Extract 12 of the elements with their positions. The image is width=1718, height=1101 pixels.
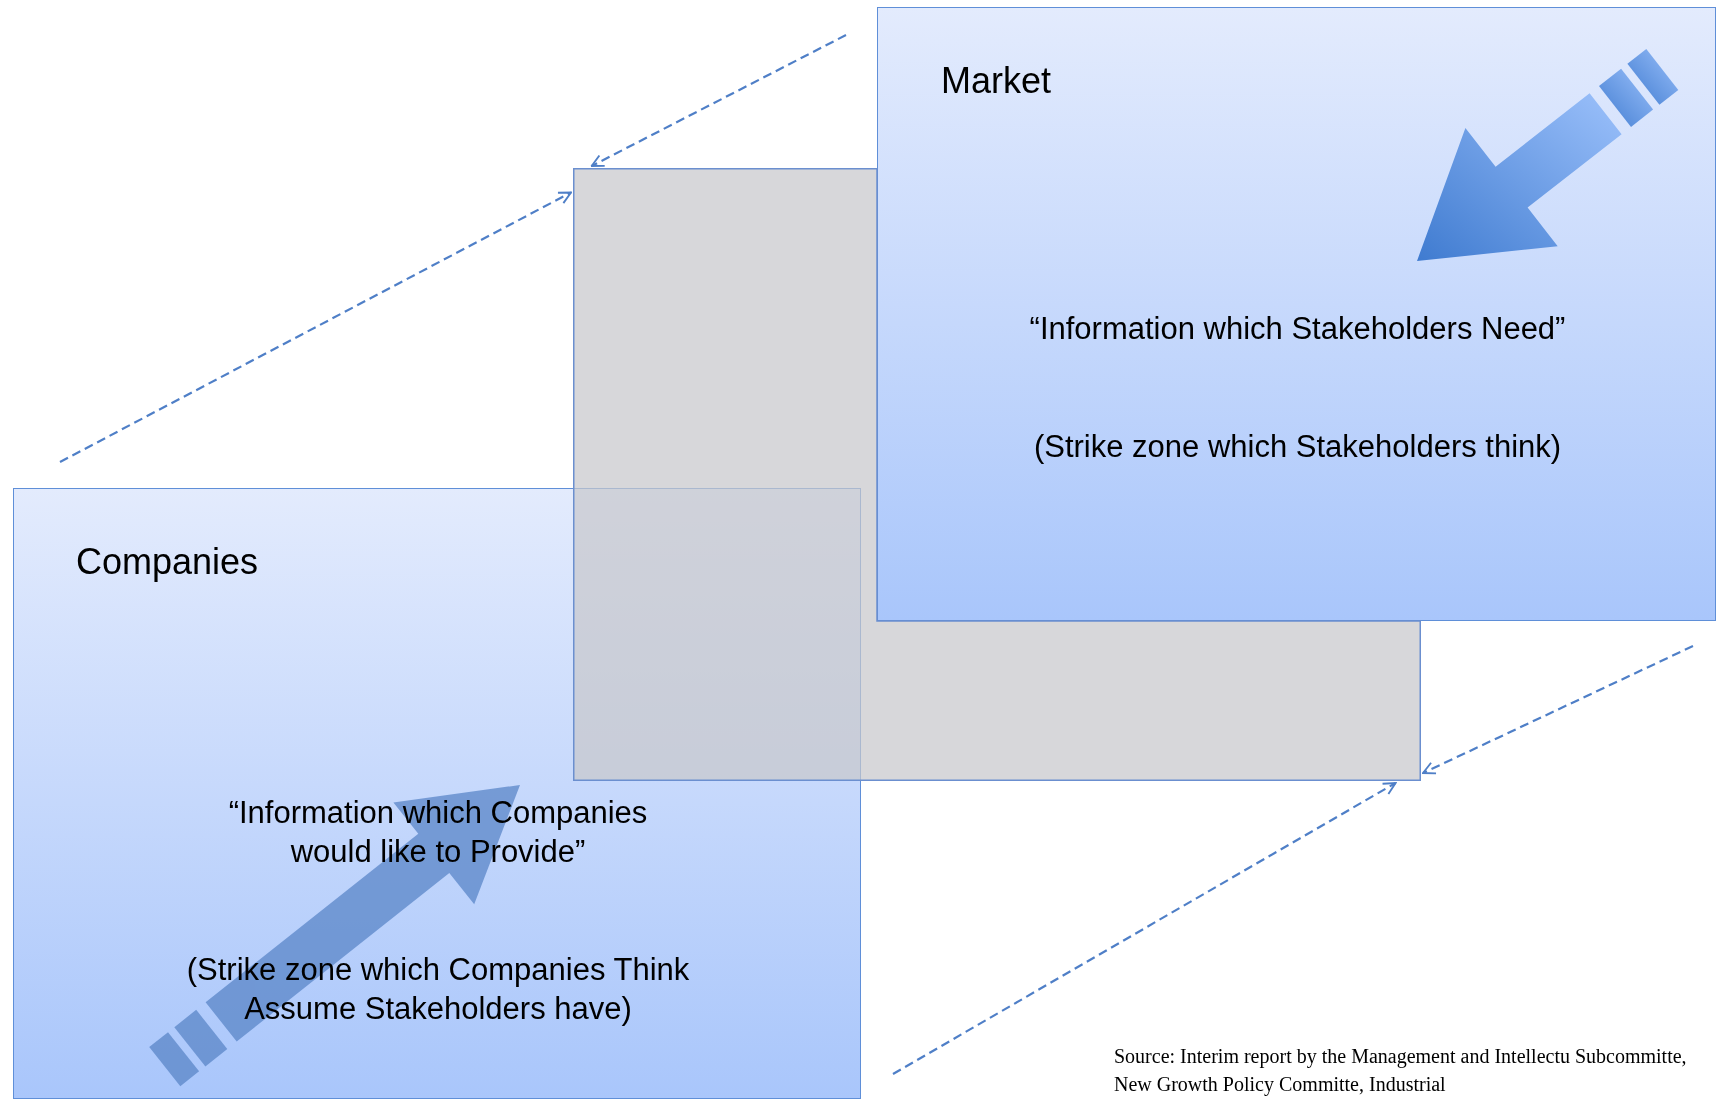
panel-heading: Companies xyxy=(76,540,259,584)
dashed-arrow xyxy=(1422,645,1694,775)
panel-note: (Strike zone which Companies Think Assume Stakeholders have) xyxy=(185,951,691,1028)
panel-quote: “Information which Stakeholders Need” xyxy=(1028,310,1567,348)
panel-quote: “Information which Companies would like to Provide” xyxy=(227,794,649,871)
dashed-arrow xyxy=(59,191,572,463)
panel-note: (Strike zone which Stakeholders think) xyxy=(1032,428,1563,466)
stakeholder-panel xyxy=(877,7,1716,621)
dashed-arrow xyxy=(892,782,1397,1075)
source-note: Source: Interim report by the Management and Intellectu Subcommitte, New Growth Policy Committe, Industrial xyxy=(1114,1044,1688,1098)
panel-heading: Market xyxy=(941,59,1052,103)
dashed-arrow xyxy=(590,34,847,167)
